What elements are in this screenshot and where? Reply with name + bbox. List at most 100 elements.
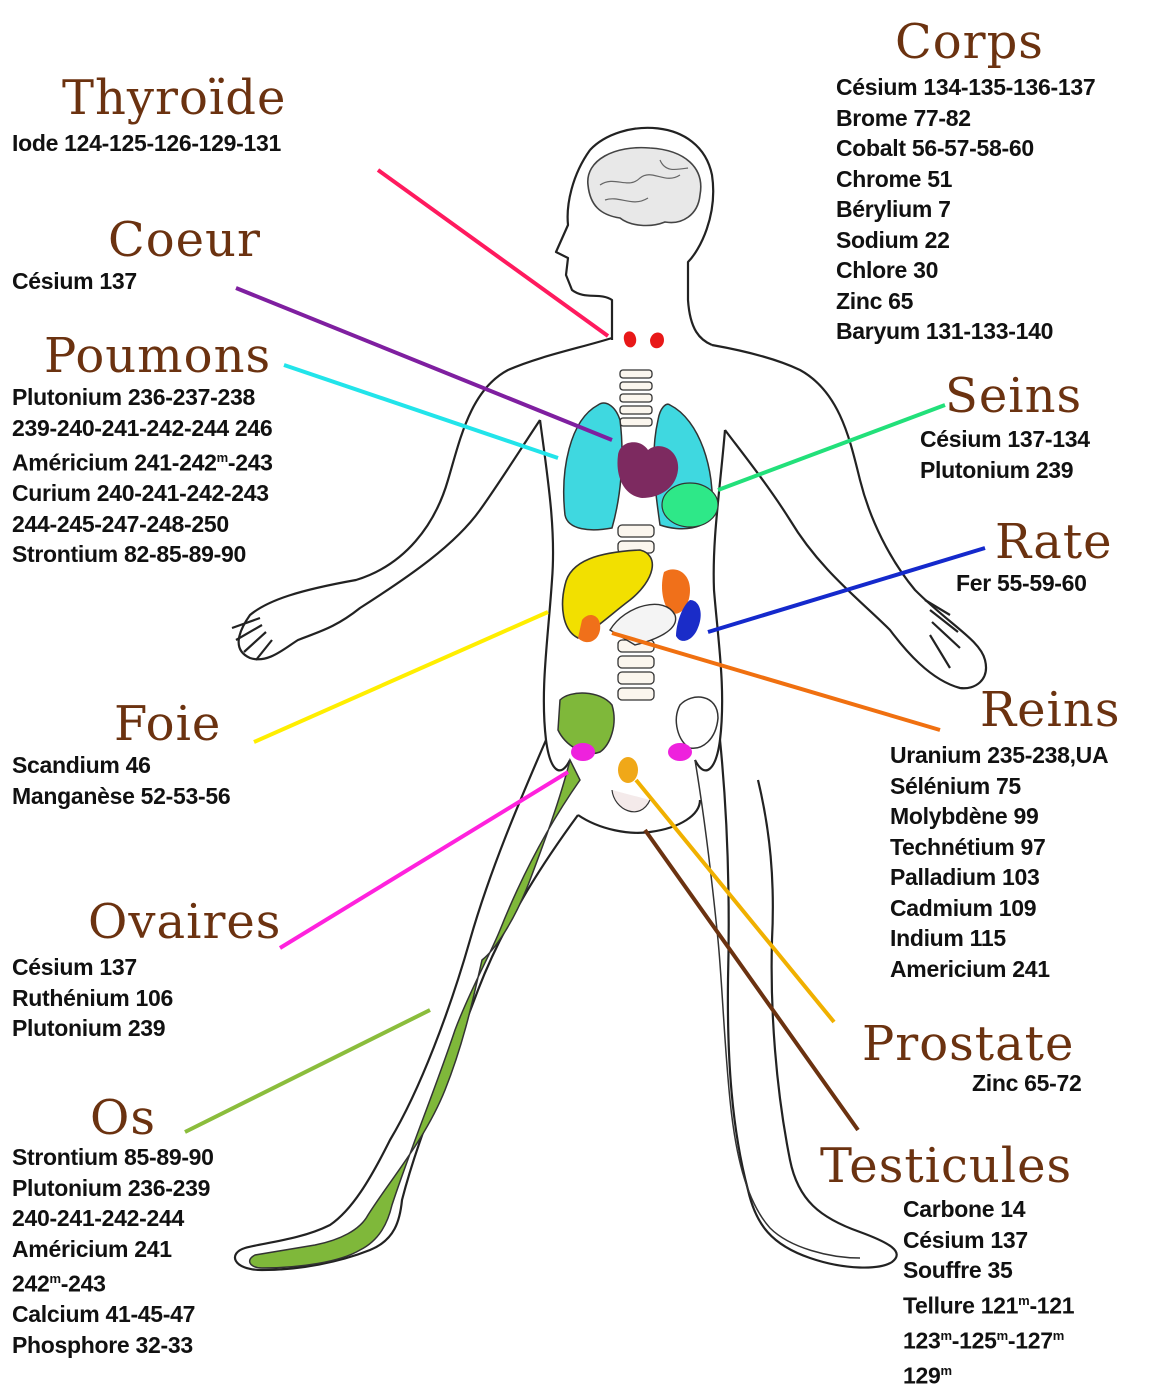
- brain: [588, 148, 701, 226]
- list-item: Chlore 30: [836, 255, 1095, 286]
- group-title: Testicules: [820, 1142, 1072, 1190]
- group-items: Zinc 65-72: [972, 1068, 1082, 1099]
- line-reins: [612, 633, 940, 730]
- group-title: Corps: [895, 18, 1044, 66]
- list-item: Molybdène 99: [890, 801, 1108, 832]
- list-item: Plutonium 239: [920, 455, 1090, 486]
- thyroid: [624, 331, 664, 348]
- list-item: Strontium 85-89-90: [12, 1142, 214, 1173]
- line-thyroide: [378, 170, 608, 336]
- group-ovaires: Ovaires: [88, 898, 281, 946]
- group-title: Coeur: [108, 216, 261, 264]
- list-item: Technétium 97: [890, 832, 1108, 863]
- breast: [662, 483, 718, 527]
- group-coeur: Coeur: [108, 216, 261, 264]
- spine: [618, 370, 654, 700]
- list-item: Manganèse 52-53-56: [12, 781, 230, 812]
- list-item: Plutonium 236-239: [12, 1173, 214, 1204]
- group-reins: Reins: [980, 686, 1120, 734]
- list-item: Calcium 41-45-47: [12, 1299, 214, 1330]
- list-item: Americium 241: [890, 954, 1108, 985]
- right-hip-bone: [676, 697, 718, 748]
- group-title: Rate: [995, 518, 1113, 566]
- group-prostate: Prostate: [862, 1020, 1074, 1068]
- group-title: Os: [90, 1094, 156, 1142]
- line-prostate: [636, 780, 834, 1022]
- list-item: Curium 240-241-242-243: [12, 478, 273, 509]
- list-item: Tellure 121m-121: [903, 1286, 1074, 1321]
- group-title: Poumons: [44, 332, 271, 380]
- group-testicules: Testicules: [820, 1142, 1072, 1190]
- group-items: Césium 137: [12, 266, 137, 297]
- group-title: Foie: [114, 700, 221, 748]
- line-ovaires: [280, 772, 568, 948]
- list-item: Palladium 103: [890, 862, 1108, 893]
- list-item: 242m-243: [12, 1264, 214, 1299]
- list-item: Cobalt 56-57-58-60: [836, 133, 1095, 164]
- list-item: Sélénium 75: [890, 771, 1108, 802]
- group-items: Fer 55-59-60: [956, 568, 1087, 599]
- line-foie: [254, 612, 548, 742]
- list-item: 123m-125m-127m: [903, 1321, 1074, 1356]
- list-item: 244-245-247-248-250: [12, 509, 273, 540]
- line-poumons: [284, 365, 558, 458]
- list-item: Césium 137: [12, 266, 137, 297]
- list-item: Ruthénium 106: [12, 983, 173, 1014]
- group-items: Iode 124-125-126-129-131: [12, 128, 281, 159]
- prostate: [618, 757, 638, 783]
- list-item: Américium 241: [12, 1234, 214, 1265]
- list-item: Césium 137: [903, 1225, 1074, 1256]
- group-title: Seins: [945, 372, 1082, 420]
- list-item: 240-241-242-244: [12, 1203, 214, 1234]
- list-item: Chrome 51: [836, 164, 1095, 195]
- list-item: Bérylium 7: [836, 194, 1095, 225]
- list-item: Cadmium 109: [890, 893, 1108, 924]
- list-item: Fer 55-59-60: [956, 568, 1087, 599]
- list-item: Brome 77-82: [836, 103, 1095, 134]
- list-item: Iode 124-125-126-129-131: [12, 128, 281, 159]
- group-corps: Corps: [895, 18, 1044, 66]
- stomach: [610, 604, 676, 645]
- group-seins: Seins: [945, 372, 1082, 420]
- list-item: Indium 115: [890, 923, 1108, 954]
- line-testicules: [645, 830, 858, 1130]
- list-item: Zinc 65: [836, 286, 1095, 317]
- list-item: Césium 137-134: [920, 424, 1090, 455]
- group-foie: Foie: [114, 700, 221, 748]
- group-title: Thyroïde: [62, 74, 286, 122]
- list-item: Carbone 14: [903, 1194, 1074, 1225]
- list-item: Souffre 35: [903, 1255, 1074, 1286]
- femur-left: [250, 760, 580, 1268]
- list-item: 129m: [903, 1356, 1074, 1391]
- list-item: Zinc 65-72: [972, 1068, 1082, 1099]
- list-item: Césium 134-135-136-137: [836, 72, 1095, 103]
- list-item: Plutonium 239: [12, 1013, 173, 1044]
- list-item: Phosphore 32-33: [12, 1330, 214, 1361]
- group-rate: Rate: [995, 518, 1113, 566]
- group-poumons: Poumons: [44, 332, 271, 380]
- list-item: Baryum 131-133-140: [836, 316, 1095, 347]
- group-os: Os: [90, 1094, 156, 1142]
- list-item: Américium 241-242m-243: [12, 443, 273, 478]
- group-title: Reins: [980, 686, 1120, 734]
- list-item: Strontium 82-85-89-90: [12, 539, 273, 570]
- left-ovary: [571, 743, 595, 761]
- group-title: Prostate: [862, 1020, 1074, 1068]
- group-thyroide: Thyroïde: [62, 74, 286, 122]
- list-item: Uranium 235-238,UA: [890, 740, 1108, 771]
- line-seins: [718, 405, 945, 490]
- list-item: Plutonium 236-237-238: [12, 382, 273, 413]
- right-ovary: [668, 743, 692, 761]
- line-coeur: [236, 288, 612, 440]
- list-item: Scandium 46: [12, 750, 230, 781]
- list-item: 239-240-241-242-244 246: [12, 413, 273, 444]
- list-item: Césium 137: [12, 952, 173, 983]
